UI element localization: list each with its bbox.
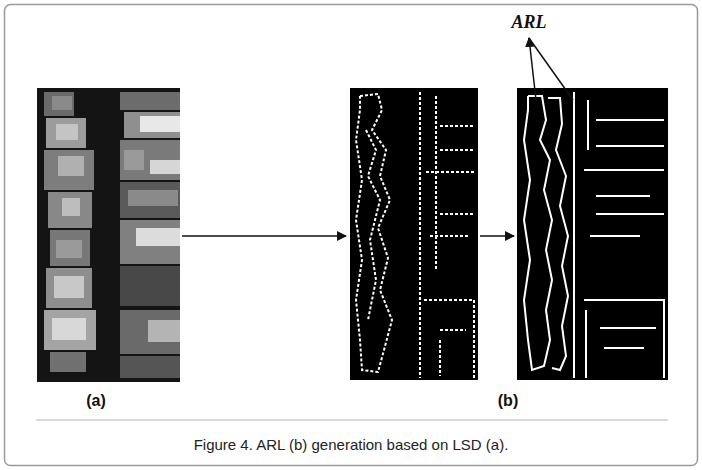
annotation-label: ARL bbox=[511, 12, 546, 33]
subfigure-label: (b) bbox=[498, 392, 518, 410]
aerial-image bbox=[37, 88, 180, 382]
process-arrow bbox=[182, 235, 514, 237]
figure-caption: Figure 4. ARL (b) generation based on LS… bbox=[194, 436, 509, 453]
subfigure-label: (a) bbox=[86, 392, 106, 410]
arl-image bbox=[517, 88, 668, 380]
leader-line bbox=[529, 38, 573, 100]
edge-image bbox=[350, 88, 478, 380]
